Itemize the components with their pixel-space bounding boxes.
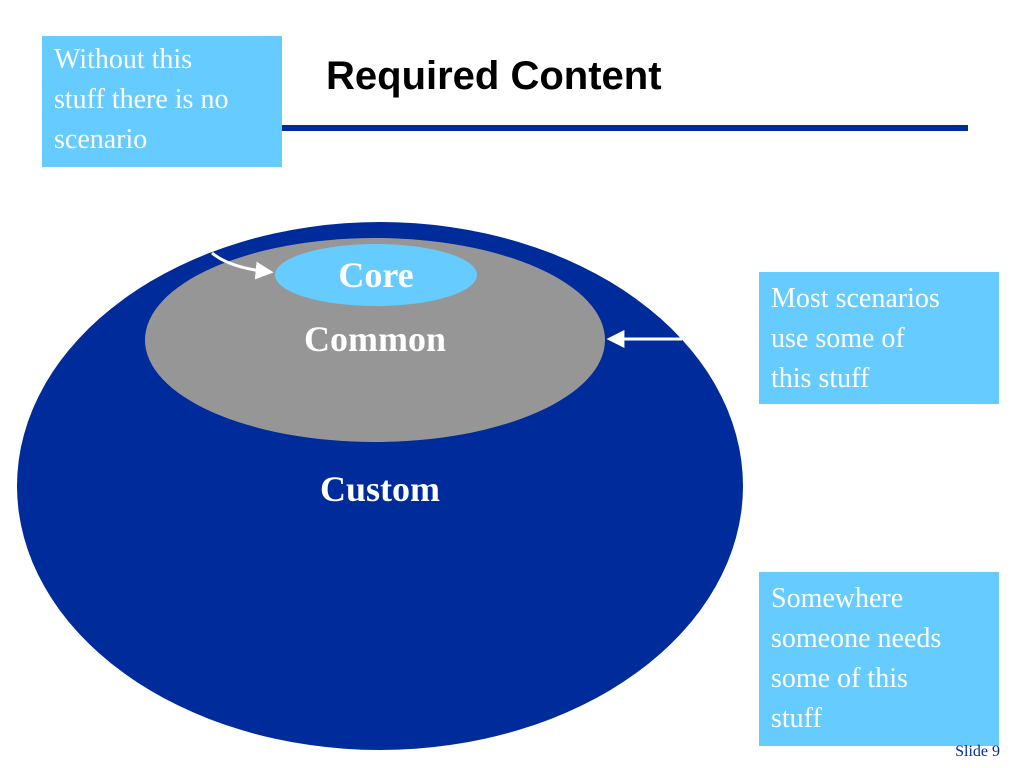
core-layer-ellipse bbox=[275, 244, 477, 306]
title-underline bbox=[282, 125, 968, 131]
custom-label: Custom bbox=[320, 469, 440, 509]
custom-callout: Somewhere someone needs some of this stu… bbox=[759, 572, 999, 746]
common-label: Common bbox=[304, 319, 446, 359]
core-pointer-arrow bbox=[211, 251, 274, 280]
slide-number: Slide 9 bbox=[955, 743, 1000, 760]
common-callout: Most scenarios use some of this stuff bbox=[759, 272, 999, 404]
common-layer-ellipse bbox=[145, 238, 605, 442]
core-callout: Without this stuff there is no scenario bbox=[42, 36, 282, 167]
core-label: Core bbox=[338, 255, 413, 295]
slide-title: Required Content bbox=[326, 54, 662, 98]
